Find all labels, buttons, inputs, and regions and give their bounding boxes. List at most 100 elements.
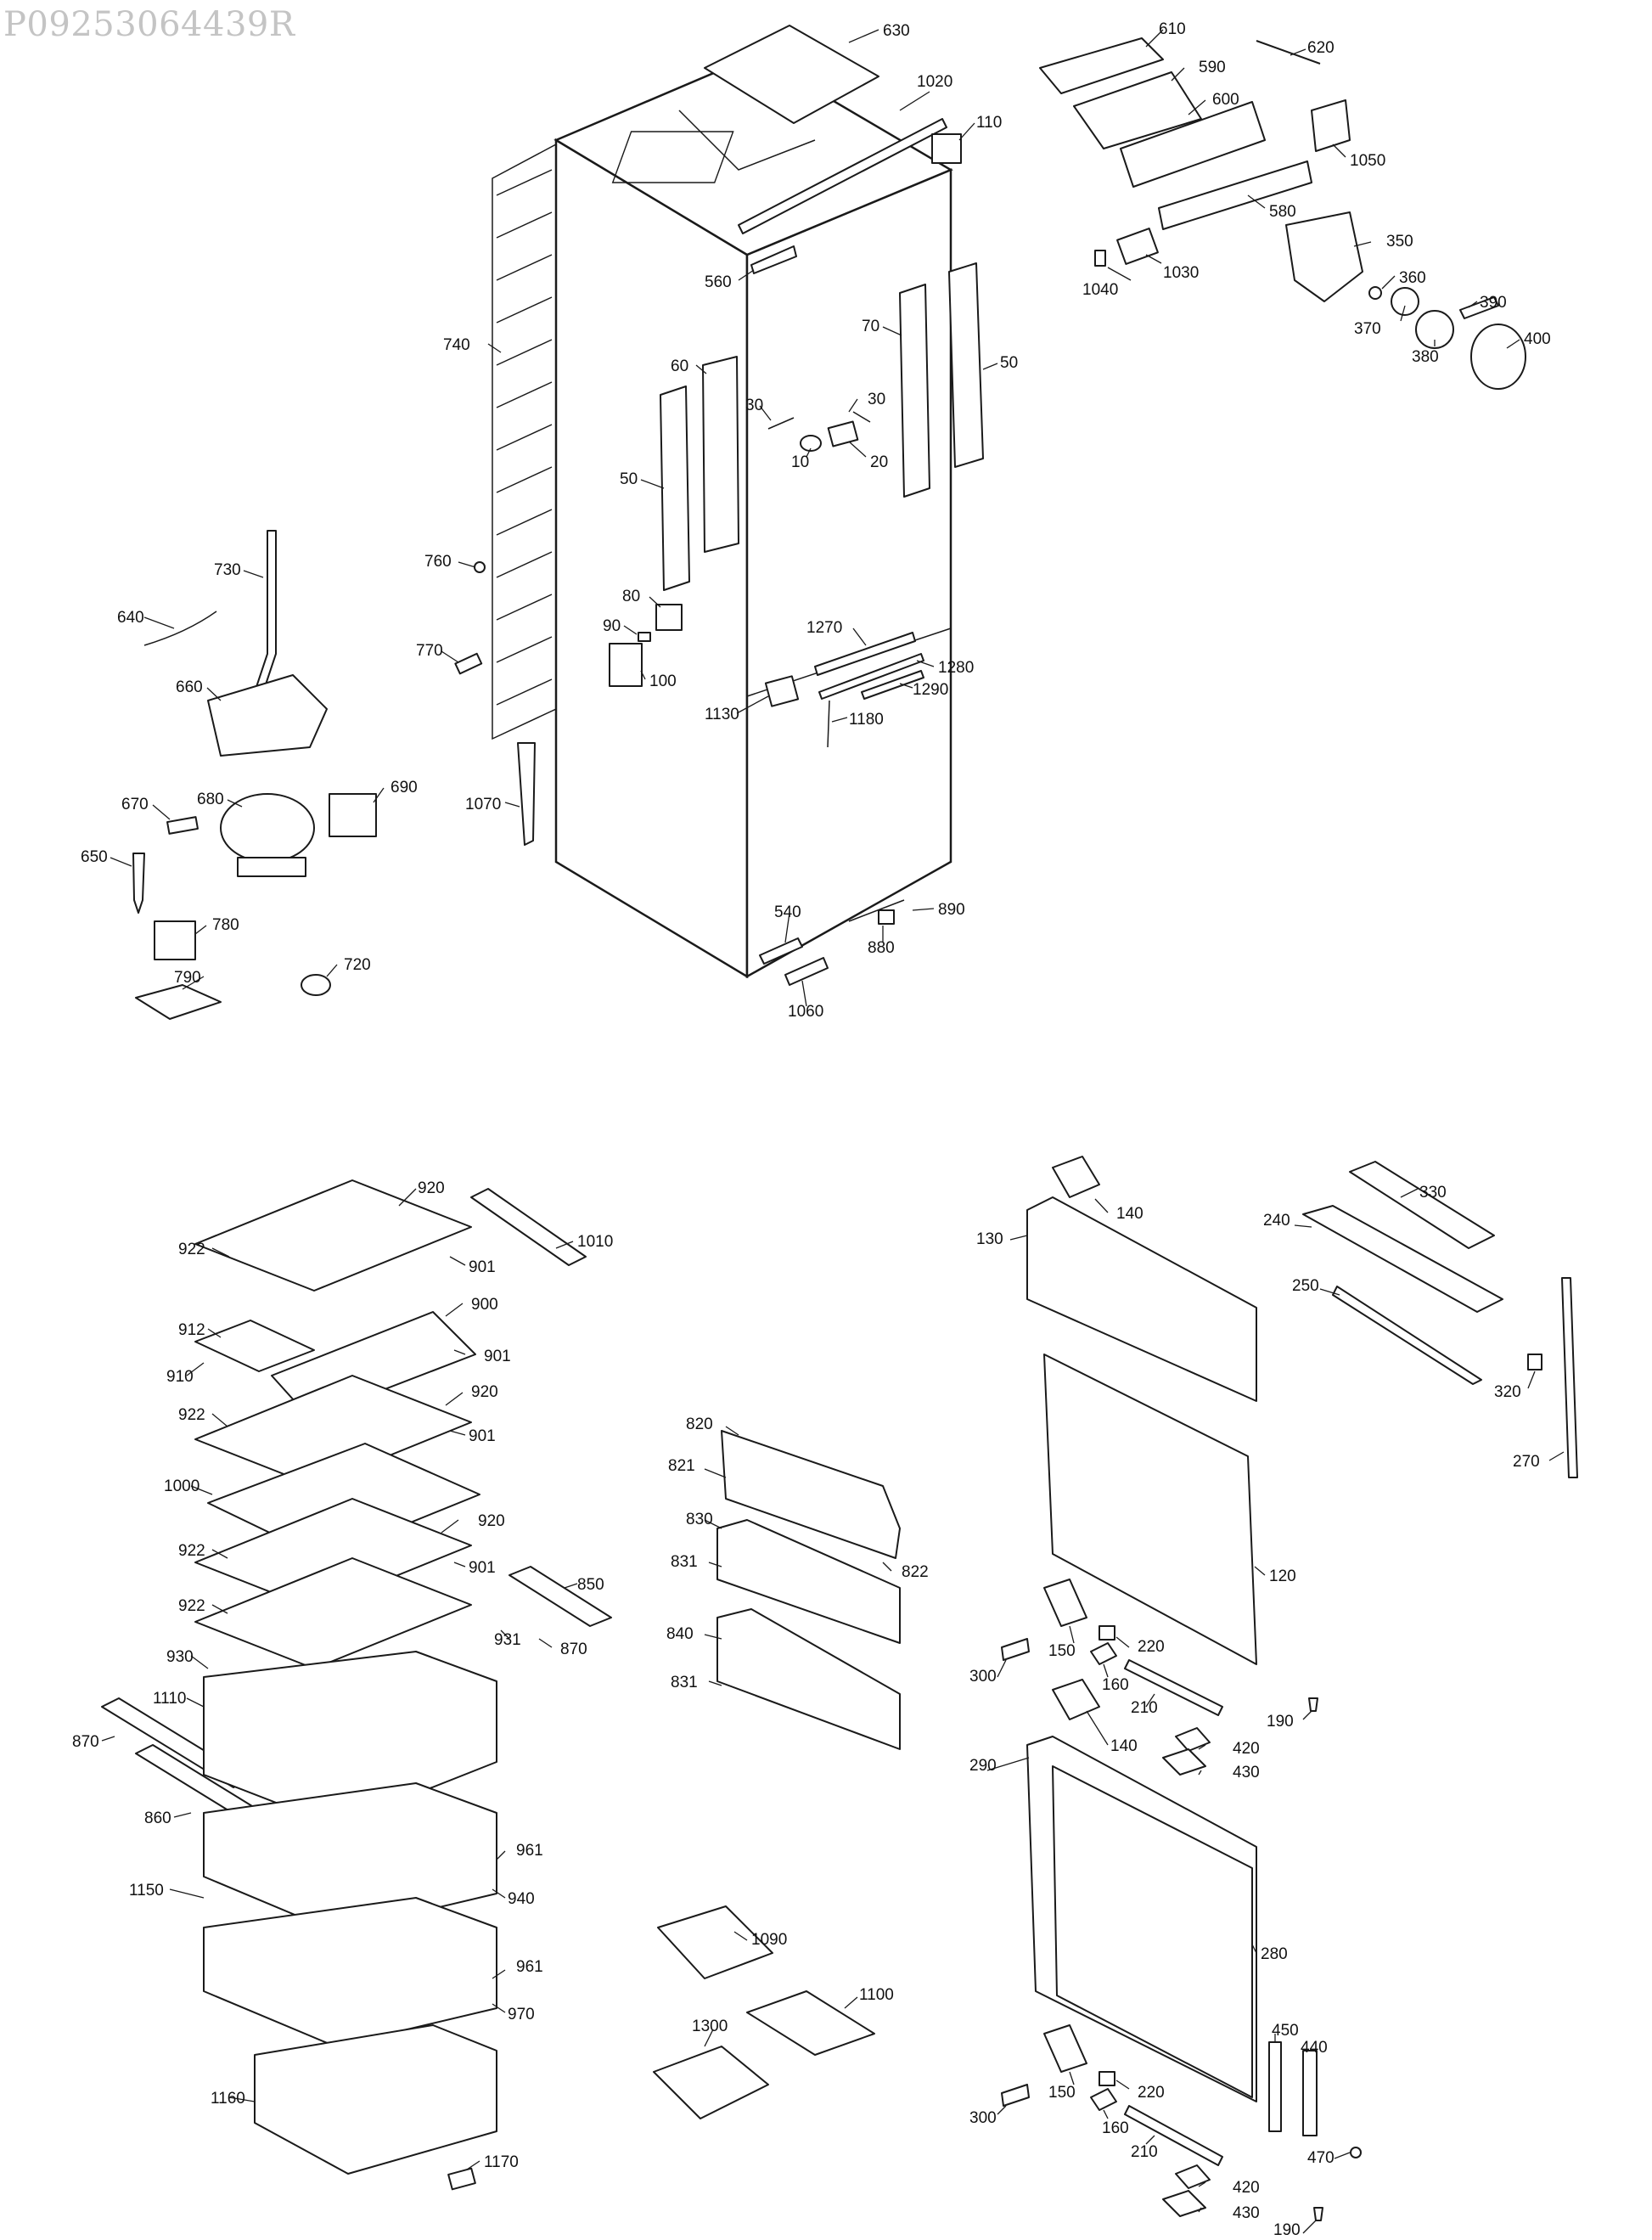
part-650: [132, 853, 145, 914]
part-label: 1130: [705, 706, 739, 723]
part-label: 650: [81, 848, 108, 866]
part-label: 420: [1233, 2179, 1260, 2197]
shelf-920-top: [194, 1179, 472, 1292]
rod-210-lower: [1124, 2105, 1223, 2166]
part-label: 220: [1138, 2084, 1165, 2102]
part-label: 10: [791, 453, 809, 471]
part-label: 920: [478, 1512, 505, 1530]
part-label: 430: [1233, 1764, 1260, 1781]
part-420-upper: [1175, 1727, 1211, 1752]
part-label: 350: [1386, 233, 1413, 250]
part-label: 250: [1292, 1277, 1319, 1295]
part-430-upper: [1162, 1748, 1206, 1776]
part-label: 940: [508, 1890, 535, 1908]
cabinet-assembly: [132, 25, 984, 1020]
part-label: 922: [178, 1542, 205, 1560]
part-1300: [653, 2046, 769, 2119]
tube-730: [254, 530, 277, 693]
leader-lines: [101, 29, 1565, 2234]
egg-tray-1090: [657, 1905, 773, 1979]
part-240: [1302, 1205, 1503, 1313]
part-label: 1160: [211, 2090, 245, 2108]
part-790: [135, 984, 222, 1020]
part-540: [759, 937, 803, 965]
part-label: 920: [418, 1179, 445, 1197]
part-label: 670: [121, 796, 149, 813]
part-label: 970: [508, 2006, 535, 2023]
part-label: 1280: [938, 659, 974, 677]
duct-350: [1285, 211, 1363, 302]
bracket-110: [931, 133, 962, 164]
part-label: 680: [197, 791, 224, 808]
part-label: 190: [1267, 1713, 1294, 1731]
part-label: 922: [178, 1241, 205, 1258]
part-label: 300: [969, 1668, 997, 1686]
part-label: 931: [494, 1631, 521, 1649]
part-label: 450: [1272, 2022, 1299, 2040]
part-label: 821: [668, 1457, 695, 1475]
part-label: 1100: [859, 1986, 894, 2004]
part-label: 90: [603, 617, 621, 635]
part-labels: 630 1020 110 610 620 590 600 1050 580 10…: [72, 20, 1551, 2239]
panel-580: [1158, 160, 1312, 230]
condenser-740: [492, 143, 557, 740]
part-label: 380: [1412, 348, 1439, 366]
part-label: 150: [1048, 1642, 1076, 1660]
part-320: [1527, 1354, 1542, 1370]
part-label: 30: [868, 391, 885, 408]
part-420-lower: [1175, 2164, 1211, 2189]
part-label: 70: [862, 318, 879, 335]
cable-620: [1256, 40, 1321, 65]
shelf-drawer-assembly: [101, 1179, 612, 2191]
drawer-1160: [254, 2024, 497, 2175]
drawer-1150-upper: [203, 1782, 497, 1933]
part-label: 770: [416, 642, 443, 660]
dairy-box-820: [721, 1430, 901, 1559]
strip-440: [1302, 2050, 1318, 2136]
part-300-upper: [1001, 1638, 1030, 1661]
drawer-1150-lower: [203, 1897, 497, 2047]
electronics-assembly: [1039, 37, 1526, 390]
rail-850: [509, 1566, 612, 1627]
bar-1280: [818, 653, 924, 700]
part-label: 610: [1159, 20, 1186, 38]
part-label: 1040: [1082, 281, 1118, 299]
part-label: 912: [178, 1321, 205, 1339]
part-880: [878, 909, 895, 925]
part-250: [1332, 1286, 1482, 1385]
part-label: 831: [671, 1674, 698, 1691]
part-1050: [1311, 99, 1351, 152]
part-label: 330: [1419, 1184, 1447, 1202]
part-label: 730: [214, 561, 241, 579]
part-label: 630: [883, 22, 910, 40]
shelf-920-mid: [194, 1375, 472, 1487]
part-label: 1170: [484, 2153, 519, 2171]
part-label: 210: [1131, 1699, 1158, 1717]
part-label: 780: [212, 916, 239, 934]
part-label: 961: [516, 1958, 543, 1976]
ice-tray-1100: [746, 1990, 875, 2056]
cabinet-top: [553, 53, 953, 256]
part-label: 80: [622, 588, 640, 605]
shelf-922-bottom: [194, 1557, 472, 1669]
hinge-140-top: [1052, 1156, 1100, 1198]
rail-1020: [738, 118, 947, 234]
part-label: 840: [666, 1625, 694, 1643]
part-670: [166, 816, 199, 835]
part-label: 270: [1513, 1453, 1540, 1471]
door-hinge-assembly: [1001, 1156, 1578, 2221]
cover-610: [1039, 37, 1164, 94]
part-label: 870: [72, 1733, 99, 1751]
part-430-lower: [1162, 2190, 1206, 2217]
part-label: 720: [344, 956, 371, 974]
bar-1270: [814, 632, 916, 676]
part-label: 50: [1000, 354, 1018, 372]
bracket-390: [1459, 296, 1499, 319]
part-label: 190: [1273, 2221, 1301, 2239]
part-1060: [784, 957, 829, 986]
part-label: 1050: [1350, 152, 1385, 170]
part-label: 831: [671, 1553, 698, 1571]
part-360: [1368, 286, 1382, 300]
part-label: 822: [902, 1563, 929, 1581]
part-label: 1270: [806, 619, 842, 637]
